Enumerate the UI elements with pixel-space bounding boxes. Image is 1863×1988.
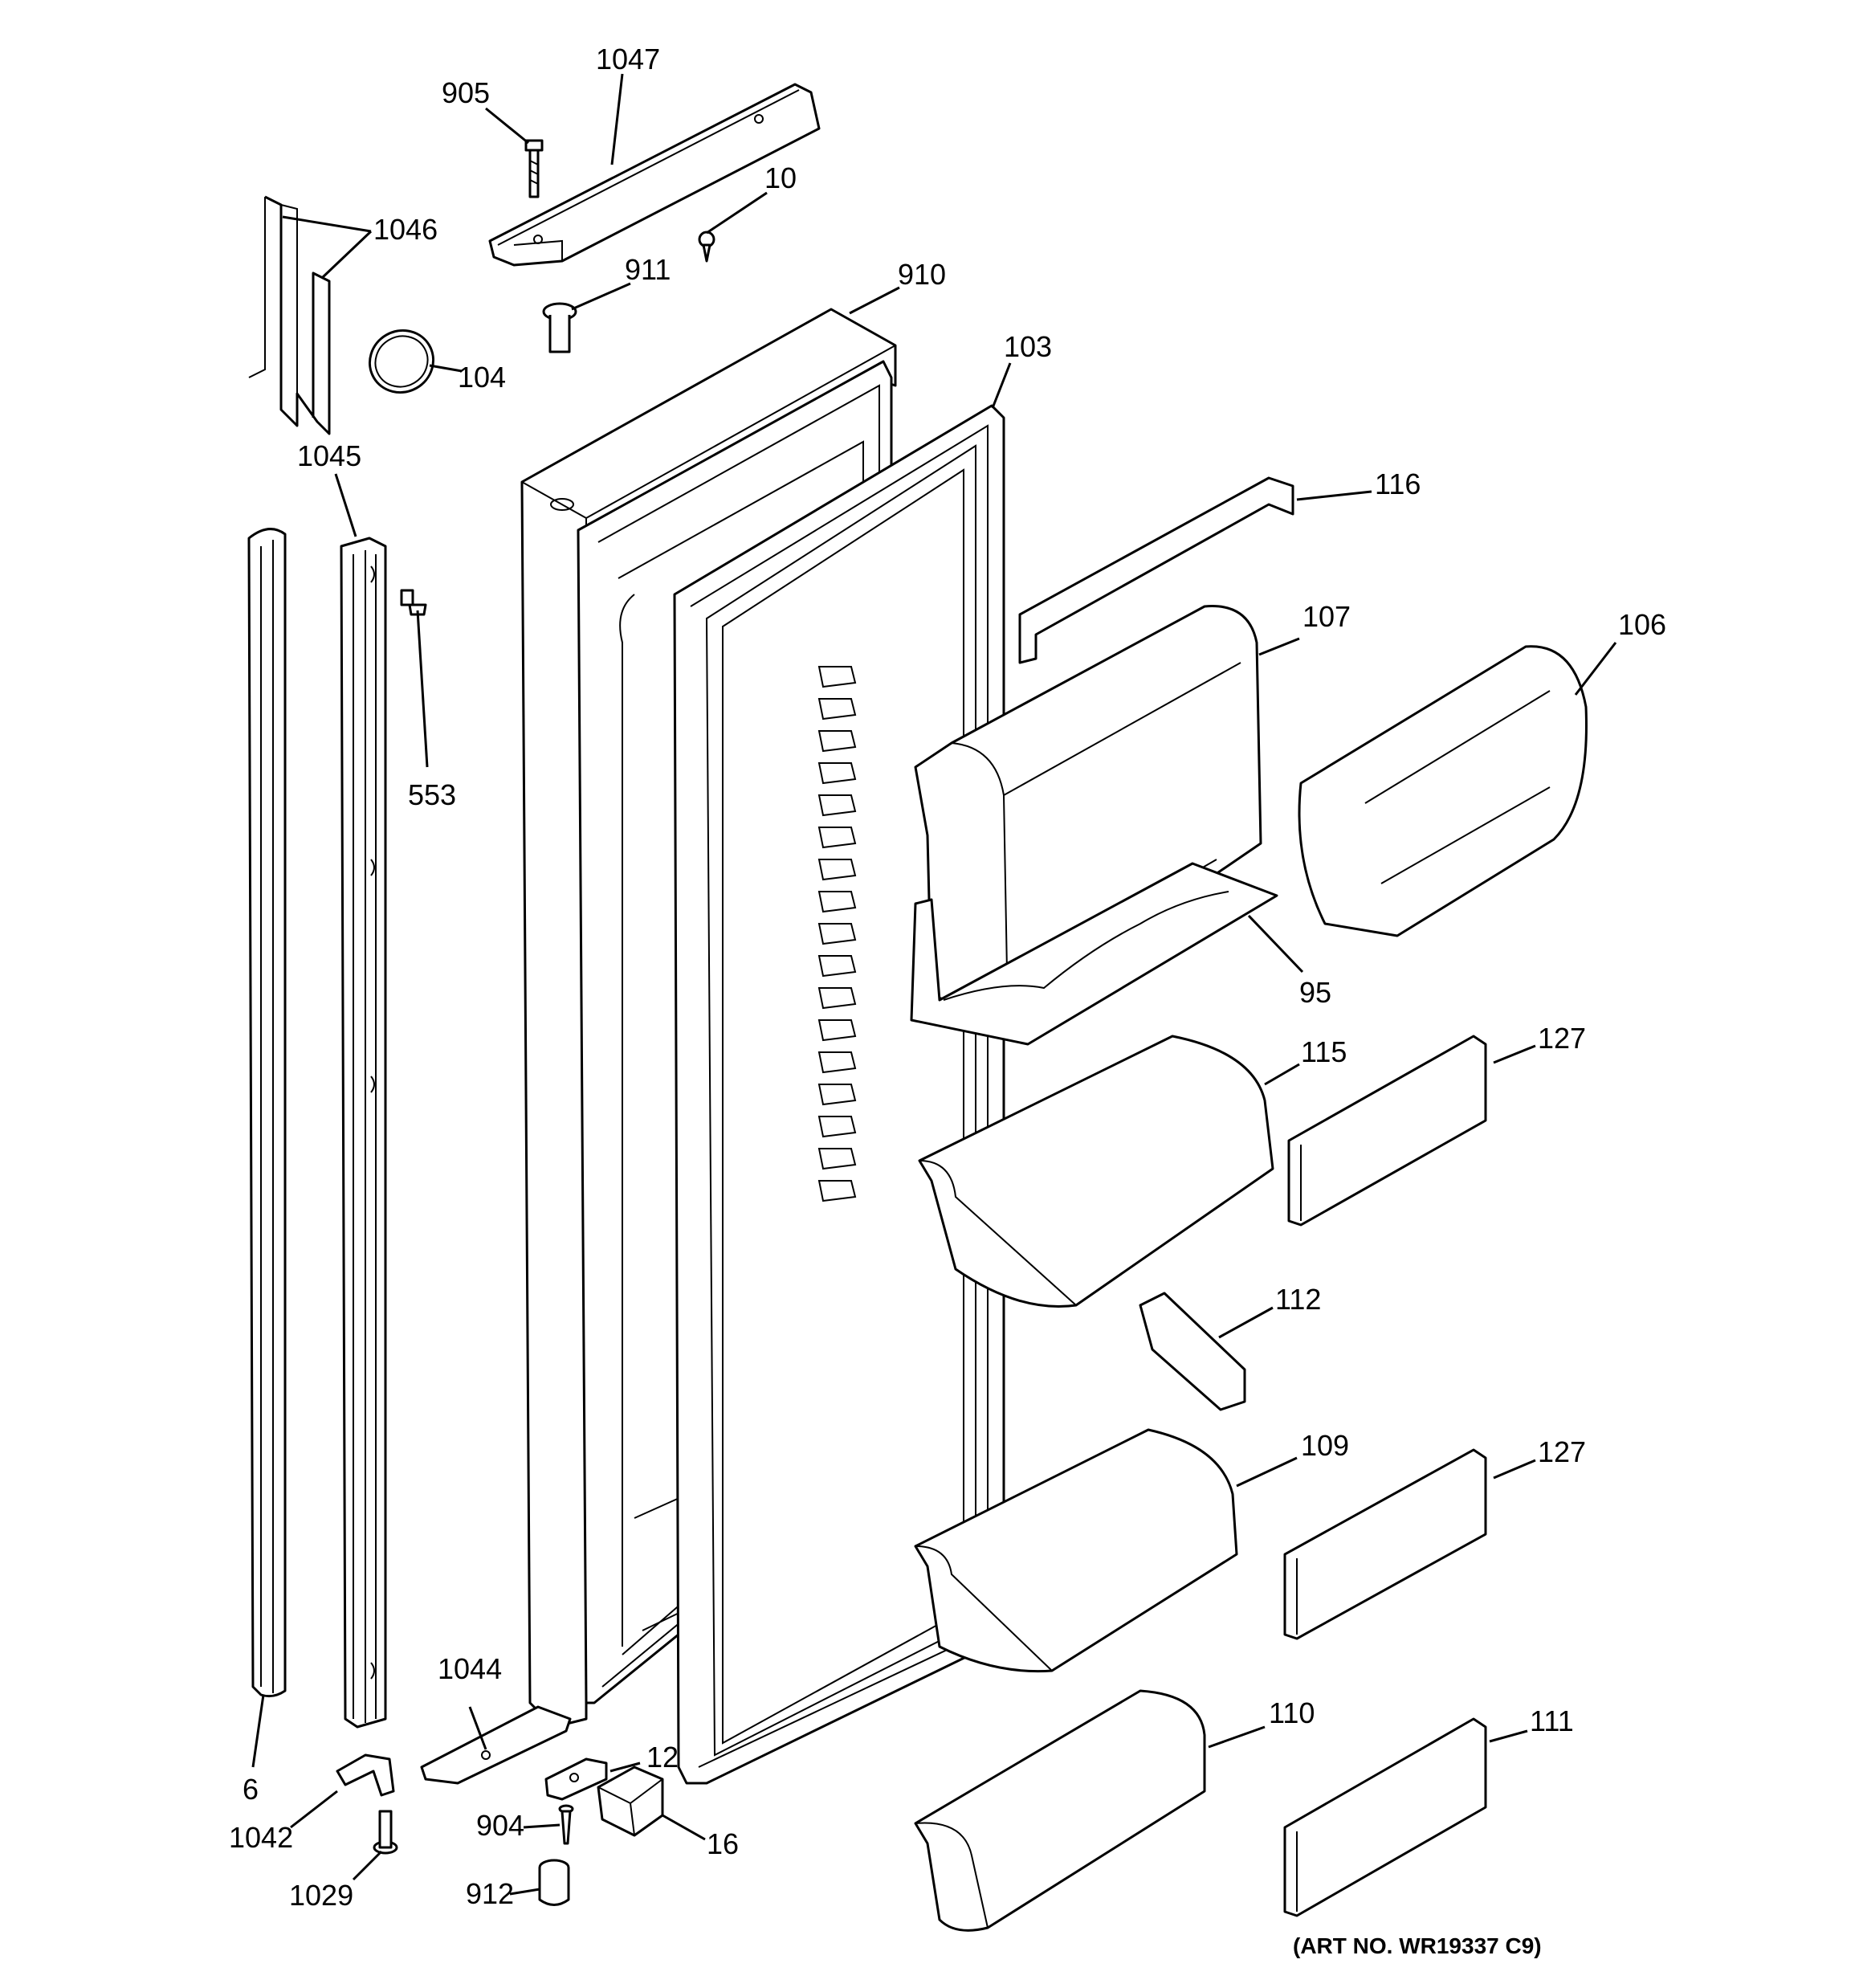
label-6: 6 <box>243 1773 259 1806</box>
screw-10 <box>698 231 715 263</box>
trim-6 <box>247 528 287 1698</box>
screw-904 <box>558 1804 574 1845</box>
label-109: 109 <box>1301 1429 1349 1462</box>
retainer-127-upper <box>1287 1035 1487 1227</box>
bushing-912 <box>538 1859 570 1906</box>
trim-1045 <box>340 537 387 1729</box>
label-1042: 1042 <box>229 1821 293 1854</box>
door-106 <box>1298 645 1588 937</box>
bin-109 <box>914 1428 1238 1673</box>
label-16: 16 <box>707 1827 739 1860</box>
label-12: 12 <box>646 1741 679 1774</box>
bin-110 <box>914 1689 1206 1932</box>
bin-115 <box>918 1035 1274 1308</box>
label-1044: 1044 <box>438 1652 502 1685</box>
hinge-bracket-1044 <box>420 1705 572 1785</box>
art-number: (ART NO. WR19337 C9) <box>1293 1933 1542 1958</box>
shelf-supports <box>817 666 857 1202</box>
label-1047: 1047 <box>596 43 660 76</box>
label-127-lower: 127 <box>1538 1435 1586 1468</box>
rack-95 <box>910 862 1278 1046</box>
hinge-cam-16 <box>597 1766 664 1837</box>
label-95: 95 <box>1299 976 1331 1009</box>
top-cap-1047 <box>488 83 821 267</box>
label-905: 905 <box>442 76 490 109</box>
label-1045: 1045 <box>297 439 361 472</box>
hinge-1042 <box>336 1753 395 1797</box>
label-553: 553 <box>408 778 456 811</box>
liner-strip-1046 <box>248 195 331 435</box>
label-115: 115 <box>1301 1035 1347 1068</box>
label-111: 111 <box>1530 1704 1574 1737</box>
label-912: 912 <box>466 1877 514 1910</box>
screw-905 <box>524 139 544 198</box>
label-103: 103 <box>1004 330 1052 363</box>
label-904: 904 <box>476 1809 524 1842</box>
label-10: 10 <box>764 161 797 194</box>
label-104: 104 <box>458 361 506 394</box>
label-107: 107 <box>1302 600 1351 633</box>
retainer-127-lower <box>1283 1448 1487 1640</box>
label-110: 110 <box>1269 1696 1315 1729</box>
label-1046: 1046 <box>373 213 438 246</box>
leader-lines <box>251 73 1617 1896</box>
bushing-911 <box>542 302 577 353</box>
screw-553 <box>400 589 427 616</box>
screw-1029 <box>373 1810 398 1855</box>
retainer-111 <box>1283 1717 1487 1917</box>
part-12 <box>544 1757 608 1801</box>
label-911: 911 <box>625 253 671 286</box>
label-127-upper: 127 <box>1538 1022 1586 1055</box>
ring-104 <box>368 329 435 394</box>
label-1029: 1029 <box>289 1879 353 1912</box>
label-910: 910 <box>898 258 946 291</box>
divider-112 <box>1139 1292 1246 1411</box>
label-106: 106 <box>1618 608 1666 641</box>
cover-116 <box>1018 476 1294 664</box>
label-116: 116 <box>1375 467 1421 500</box>
label-112: 112 <box>1275 1283 1321 1316</box>
